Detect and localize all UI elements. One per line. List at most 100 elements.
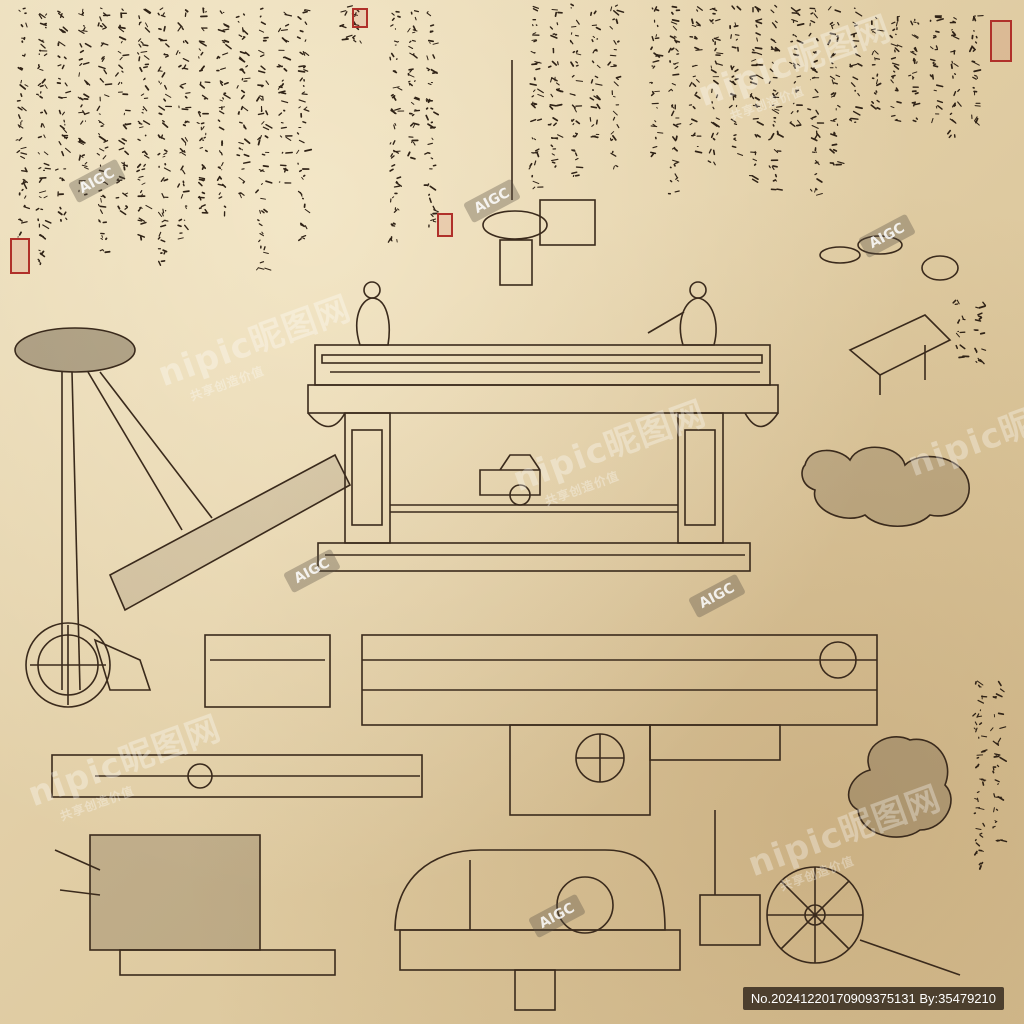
calligraphy-glyph: [890, 70, 896, 84]
central-loom-frame: [307, 281, 779, 572]
calligraphy-glyph: [591, 24, 602, 31]
calligraphy-glyph: [21, 36, 26, 43]
calligraphy-glyph: [424, 151, 434, 160]
calligraphy-glyph: [613, 75, 622, 87]
calligraphy-glyph: [37, 78, 48, 89]
calligraphy-glyph: [972, 86, 978, 96]
calligraphy-glyph: [121, 161, 129, 171]
calligraphy-glyph: [236, 147, 250, 158]
calligraphy-glyph: [812, 88, 819, 99]
calligraphy-glyph: [590, 103, 601, 110]
calligraphy-glyph: [408, 39, 416, 50]
calligraphy-glyph: [932, 30, 940, 39]
calligraphy-glyph: [137, 51, 150, 62]
calligraphy-glyph: [549, 103, 563, 110]
calligraphy-glyph: [278, 49, 292, 61]
calligraphy-glyph: [100, 42, 109, 47]
calligraphy-glyph: [235, 13, 246, 19]
calligraphy-glyph: [425, 98, 434, 104]
calligraphy-glyph: [389, 52, 398, 61]
calligraphy-glyph: [57, 191, 65, 197]
calligraphy-glyph: [429, 164, 437, 170]
calligraphy-glyph: [137, 190, 146, 198]
calligraphy-glyph: [219, 80, 229, 86]
calligraphy-glyph: [570, 118, 581, 126]
calligraphy-glyph: [975, 822, 986, 830]
calligraphy-glyph: [669, 60, 679, 70]
calligraphy-glyph: [390, 24, 396, 30]
left-wheel-device: [14, 327, 352, 708]
calligraphy-glyph: [352, 35, 362, 44]
calligraphy-glyph: [256, 261, 272, 271]
calligraphy-glyph: [175, 50, 190, 62]
calligraphy-glyph: [532, 186, 544, 190]
calligraphy-glyph: [219, 10, 225, 15]
calligraphy-glyph: [182, 39, 189, 44]
calligraphy-glyph: [177, 218, 189, 231]
calligraphy-glyph: [15, 137, 23, 142]
calligraphy-glyph: [771, 20, 778, 29]
calligraphy-glyph: [140, 93, 149, 99]
calligraphy-glyph: [571, 74, 584, 82]
calligraphy-glyph: [993, 753, 1008, 763]
calligraphy-glyph: [157, 134, 166, 140]
calligraphy-glyph: [181, 137, 188, 146]
calligraphy-glyph: [571, 149, 578, 157]
calligraphy-glyph: [61, 147, 71, 157]
calligraphy-glyph: [871, 57, 881, 66]
calligraphy-glyph: [610, 131, 617, 142]
calligraphy-glyph: [978, 735, 988, 739]
calligraphy-glyph: [200, 7, 208, 18]
calligraphy-glyph: [201, 164, 207, 170]
calligraphy-glyph: [98, 164, 104, 173]
calligraphy-glyph: [728, 104, 738, 109]
calligraphy-glyph: [157, 66, 166, 78]
calligraphy-glyph: [690, 132, 702, 137]
calligraphy-glyph: [552, 47, 555, 54]
calligraphy-glyph: [795, 89, 800, 93]
calligraphy-glyph: [691, 18, 701, 27]
calligraphy-glyph: [589, 89, 601, 101]
calligraphy-glyph: [955, 330, 966, 338]
long-loom-machine: [361, 634, 878, 816]
calligraphy-glyph: [975, 301, 987, 309]
calligraphy-glyph: [19, 79, 29, 90]
calligraphy-glyph: [809, 187, 823, 196]
calligraphy-glyph: [873, 82, 882, 95]
calligraphy-glyph: [255, 189, 266, 200]
calligraphy-glyph: [239, 65, 249, 74]
calligraphy-glyph: [850, 32, 860, 42]
calligraphy-glyph: [138, 8, 152, 20]
calligraphy-glyph: [530, 50, 536, 54]
calligraphy-glyph: [57, 64, 65, 70]
calligraphy-glyph: [547, 117, 559, 127]
calligraphy-glyph: [731, 145, 744, 156]
calligraphy-glyph: [810, 59, 818, 74]
calligraphy-glyph: [773, 149, 782, 154]
calligraphy-glyph: [17, 66, 24, 71]
calligraphy-glyph: [712, 36, 721, 46]
calligraphy-glyph: [198, 204, 209, 214]
calligraphy-glyph: [571, 104, 583, 113]
calligraphy-glyph: [671, 5, 681, 15]
calligraphy-glyph: [299, 77, 305, 87]
calligraphy-glyph: [393, 122, 397, 130]
calligraphy-glyph: [20, 178, 28, 190]
calligraphy-glyph: [792, 47, 800, 57]
calligraphy-glyph: [974, 680, 984, 688]
calligraphy-glyph: [221, 140, 224, 147]
calligraphy-glyph: [714, 47, 724, 56]
calligraphy-glyph: [749, 93, 760, 101]
calligraphy-glyph: [752, 6, 761, 13]
calligraphy-glyph: [949, 17, 957, 24]
calligraphy-glyph: [977, 695, 988, 704]
calligraphy-glyph: [198, 40, 207, 47]
calligraphy-glyph: [974, 312, 983, 322]
calligraphy-glyph: [36, 91, 43, 99]
calligraphy-glyph: [852, 106, 863, 116]
calligraphy-glyph: [612, 104, 620, 116]
calligraphy-glyph: [257, 135, 269, 146]
calligraphy-glyph: [670, 19, 680, 31]
calligraphy-glyph: [531, 88, 545, 98]
